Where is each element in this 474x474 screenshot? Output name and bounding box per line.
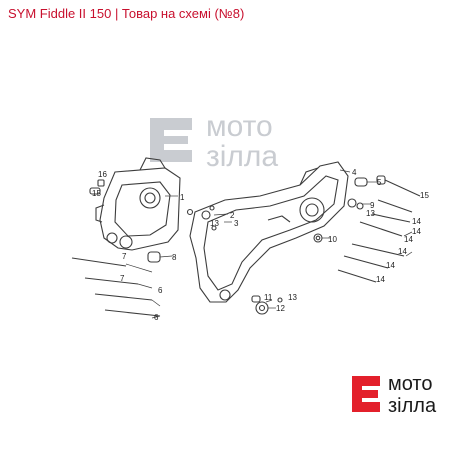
long-studs (71, 257, 161, 317)
callout-label: 10 (328, 235, 337, 244)
watermark-e-icon (150, 118, 192, 162)
callout-label: 13 (210, 219, 219, 228)
callout-label: 14 (404, 235, 413, 244)
logo-line2: зілла (388, 395, 437, 417)
callout-label: 6 (154, 313, 159, 322)
callout-label: 3 (234, 219, 239, 228)
callout-label: 2 (230, 211, 235, 220)
fittings-9-10 (313, 198, 364, 243)
dowel-pin (147, 251, 161, 263)
callout-label: 15 (420, 191, 429, 200)
left-crankcase-half (95, 157, 181, 251)
callout-labels: 1 2 3 4 5 6 6 7 7 8 9 10 11 12 13 13 13 … (92, 168, 429, 322)
callout-label: 11 (264, 293, 273, 302)
sleeve-5 (354, 177, 368, 187)
callout-label: 7 (120, 274, 125, 283)
callout-label: 14 (412, 227, 421, 236)
leader-lines (125, 169, 413, 319)
callout-label: 8 (172, 253, 177, 262)
bolts-14 (337, 199, 413, 283)
callout-label: 7 (122, 252, 127, 261)
callout-label: 14 (398, 247, 407, 256)
callout-label: 15 (92, 189, 101, 198)
long-bolt-15 (376, 175, 421, 197)
callout-label: 6 (158, 286, 163, 295)
brand-e-icon (352, 376, 380, 412)
callout-label: 14 (386, 261, 395, 270)
callout-label: 5 (377, 178, 382, 187)
callout-label: 4 (352, 168, 357, 177)
callout-label: 13 (366, 209, 375, 218)
watermark: мото зілла (150, 110, 278, 170)
callout-label: 14 (412, 217, 421, 226)
small-fittings (186, 205, 217, 231)
callout-label: 13 (288, 293, 297, 302)
callout-label: 1 (180, 193, 185, 202)
watermark-line1: мото (206, 110, 273, 143)
watermark-line2: зілла (206, 140, 278, 170)
left-top-bolts (89, 179, 105, 195)
right-crankcase-half (189, 161, 349, 303)
page-title: SYM Fiddle II 150 | Товар на схемі (№8) (8, 6, 245, 21)
callout-label: 14 (376, 275, 385, 284)
callout-label: 9 (370, 201, 375, 210)
brand-logo: мото зілла (352, 373, 437, 417)
callout-label: 16 (98, 170, 107, 179)
callout-label: 12 (276, 304, 285, 313)
logo-line1: мото (388, 373, 433, 395)
